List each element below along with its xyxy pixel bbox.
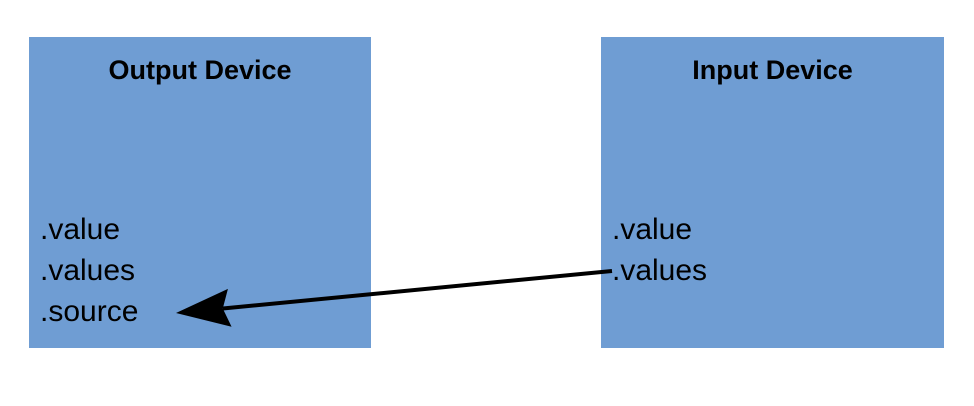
input-device-box[interactable]: Input Device .value .values [601,37,944,348]
output-device-property-source: .source [40,295,139,328]
input-device-property-list: .value .values [612,209,707,291]
output-device-property-list: .value .values .source [40,209,138,332]
input-device-property-value: .value [612,213,693,246]
input-device-property-values: .values [612,254,708,287]
input-device-title: Input Device [692,55,853,85]
output-device-box[interactable]: Output Device .value .values .source [29,37,371,348]
output-device-property-values: .values [40,254,136,287]
output-device-property-value: .value [40,213,121,246]
output-device-title: Output Device [108,55,292,85]
